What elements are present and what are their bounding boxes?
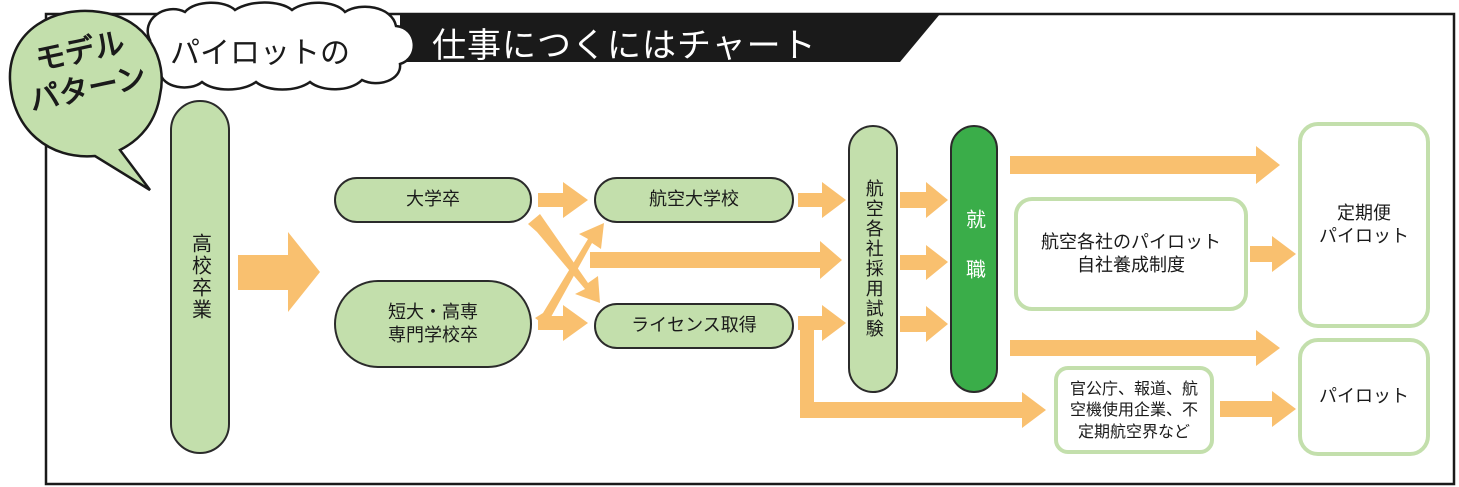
arrow-license-to-other	[800, 322, 1046, 428]
arrow-license-to-exam	[798, 305, 846, 341]
node-airline-training-program: 航空各社のパイロット 自社養成制度	[1014, 197, 1248, 311]
arrow-college-to-aviation	[535, 223, 604, 326]
node-university-graduate: 大学卒	[334, 177, 532, 223]
node-license-label: ライセンス取得	[631, 315, 757, 337]
node-university-label: 大学卒	[406, 189, 460, 211]
node-employment-label: 就職	[962, 209, 987, 309]
node-junior-college-line-2: 専門学校卒	[388, 325, 478, 346]
node-junior-college-graduate: 短大・高専 専門学校卒	[334, 280, 532, 368]
model-pattern-badge	[8, 9, 163, 192]
node-license-acquisition: ライセンス取得	[594, 303, 794, 349]
arrow-aviation-to-exam	[798, 182, 846, 218]
node-aviation-university-label: 航空大学校	[649, 189, 739, 211]
flow-arrows	[238, 146, 1296, 428]
node-pilot: パイロット	[1298, 338, 1430, 456]
node-training-line-2: 自社養成制度	[1077, 255, 1185, 276]
node-airline-recruitment-exam: 航空各社採用試験	[848, 125, 898, 393]
title-band	[400, 14, 940, 62]
node-scheduled-pilot-line-1: 定期便	[1337, 202, 1391, 224]
cloud-label: パイロットの	[170, 36, 350, 71]
node-employment: 就職	[950, 125, 998, 393]
node-training-line-1: 航空各社のパイロット	[1041, 231, 1221, 253]
node-scheduled-pilot-line-2: パイロット	[1319, 226, 1409, 247]
arrow-univ-to-license	[528, 214, 600, 303]
node-pilot-label: パイロット	[1319, 386, 1409, 408]
cloud-shape	[138, 1, 416, 91]
arrow-exam-to-employment-3	[900, 306, 948, 342]
arrow-exam-to-employment-2	[900, 245, 948, 280]
node-scheduled-pilot: 定期便 パイロット	[1298, 122, 1430, 328]
arrow-training-to-scheduled	[1250, 236, 1296, 272]
arrow-univ-to-aviation	[538, 182, 588, 218]
node-junior-college-line-1: 短大・高専	[388, 301, 478, 323]
node-high-school-label: 高校卒業	[188, 233, 213, 321]
arrow-college-to-license	[538, 305, 588, 341]
arrow-other-to-pilot	[1220, 391, 1296, 427]
node-other-line-2: 空機使用企業、不	[1069, 400, 1198, 420]
arrow-middle-to-exam	[590, 241, 842, 279]
node-other-line-1: 官公庁、報道、航	[1069, 378, 1198, 398]
node-aviation-university: 航空大学校	[594, 177, 794, 223]
arrow-employment-bottom	[1010, 330, 1280, 366]
node-other-line-3: 定期航空界など	[1077, 421, 1190, 441]
node-high-school-graduation: 高校卒業	[170, 100, 230, 454]
arrow-from-start	[238, 232, 320, 312]
page-title: 仕事につくにはチャート	[432, 26, 817, 66]
node-other-sectors: 官公庁、報道、航 空機使用企業、不 定期航空界など	[1054, 366, 1214, 454]
node-airline-exam-label: 航空各社採用試験	[862, 179, 884, 339]
arrow-employment-to-scheduled	[1010, 146, 1280, 184]
arrow-exam-to-employment-1	[900, 182, 948, 218]
